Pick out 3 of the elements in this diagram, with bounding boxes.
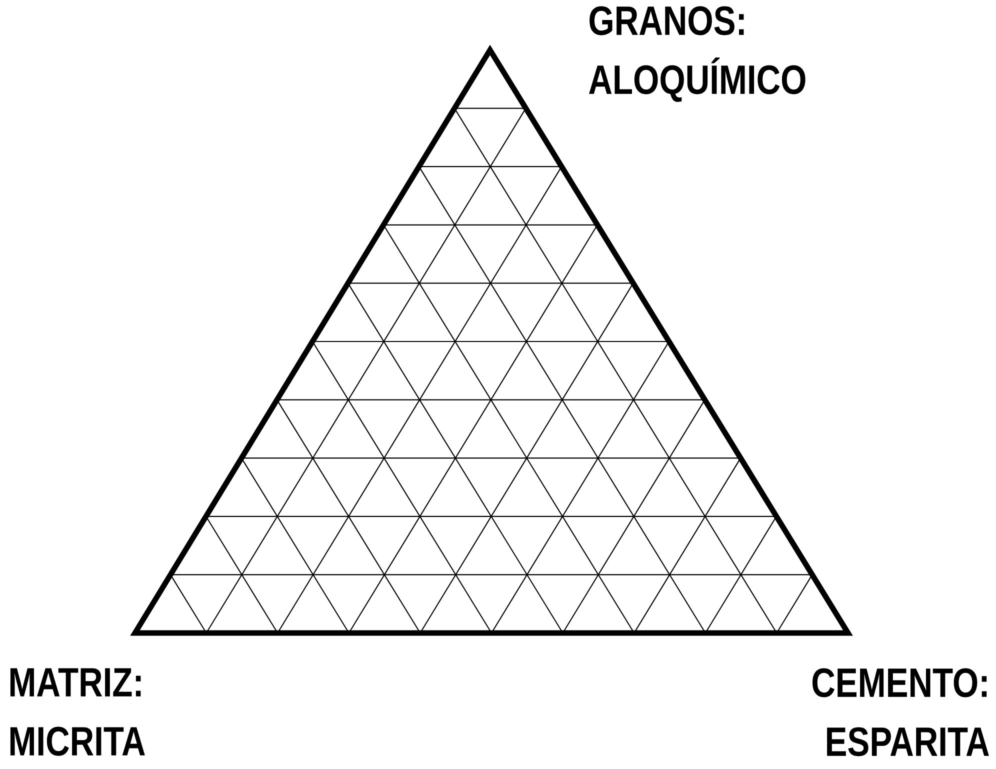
corner-label: CEMENTO: ESPARITA [812,668,989,756]
corner-label: GRANOS: ALOQUÍMICO [589,6,806,102]
corner-label: MATRIZ: MICRITA [10,668,145,756]
